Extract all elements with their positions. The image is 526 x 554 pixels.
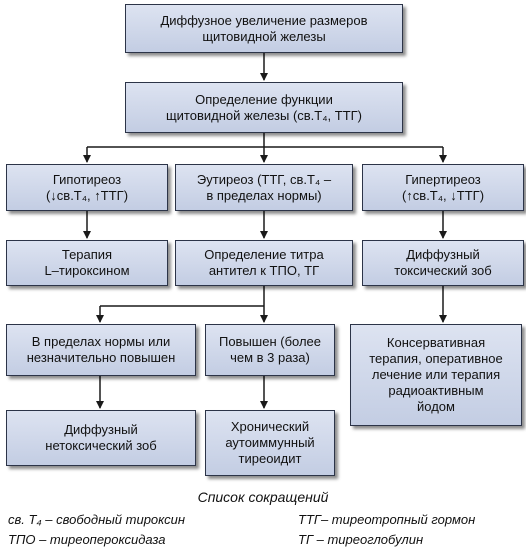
legend-title: Список сокращений <box>197 489 329 505</box>
thyroiditis-node-label: Хронический аутоиммунный тиреоидит <box>225 419 315 466</box>
hyperthyroid-node: Гипертиреоз (↑св.T₄, ↓ТТГ) <box>362 164 524 211</box>
nontoxic-goiter-node-label: Диффузный нетоксический зоб <box>45 422 157 453</box>
root-node: Диффузное увеличение размеров щитовидной… <box>125 4 403 53</box>
hypothyroid-node-label: Гипотиреоз (↓св.T₄, ↑ТТГ) <box>45 171 129 203</box>
root-node-label: Диффузное увеличение размеров щитовидной… <box>160 12 368 44</box>
toxic-goiter-node-label: Диффузный токсический зоб <box>394 247 492 278</box>
hyperthyroid-node-label: Гипертиреоз (↑св.T₄, ↓ТТГ) <box>401 171 485 203</box>
nontoxic-goiter-node: Диффузный нетоксический зоб <box>6 410 196 466</box>
euthyroid-node-label: Эутиреоз (ТТГ, св.T₄ – в пределах нормы) <box>196 171 332 203</box>
legend-item: ТГ – тиреоглобулин <box>298 532 424 547</box>
normal-range-node: В пределах нормы или незначительно повыш… <box>6 324 196 376</box>
euthyroid-node: Эутиреоз (ТТГ, св.T₄ – в пределах нормы) <box>175 164 353 211</box>
function-test-node-label: Определение функции щитовидной железы (с… <box>165 91 363 123</box>
treatment-node-label: Консервативная терапия, оперативное лече… <box>369 335 503 414</box>
elevated-node-label: Повышен (более чем в 3 раза) <box>218 334 322 365</box>
antibody-titer-node-label: Определение титра антител к ТПО, ТГ <box>204 247 324 278</box>
legend-item: св. T₄ – свободный тироксин <box>8 512 186 527</box>
treatment-node: Консервативная терапия, оперативное лече… <box>350 324 522 426</box>
legend-item: ТПО – тиреопероксидаза <box>8 532 166 547</box>
elevated-node: Повышен (более чем в 3 раза) <box>205 324 335 376</box>
normal-range-node-label: В пределах нормы или незначительно повыш… <box>26 334 176 365</box>
hypothyroid-node: Гипотиреоз (↓св.T₄, ↑ТТГ) <box>6 164 168 211</box>
therapy-l-thyroxine-node: Терапия L–тироксином <box>6 240 168 286</box>
antibody-titer-node: Определение титра антител к ТПО, ТГ <box>175 240 353 286</box>
therapy-l-thyroxine-node-label: Терапия L–тироксином <box>44 247 130 278</box>
legend-item: ТТГ– тиреотропный гормон <box>298 512 476 527</box>
toxic-goiter-node: Диффузный токсический зоб <box>362 240 524 286</box>
thyroiditis-node: Хронический аутоиммунный тиреоидит <box>205 410 335 476</box>
function-test-node: Определение функции щитовидной железы (с… <box>125 82 403 133</box>
